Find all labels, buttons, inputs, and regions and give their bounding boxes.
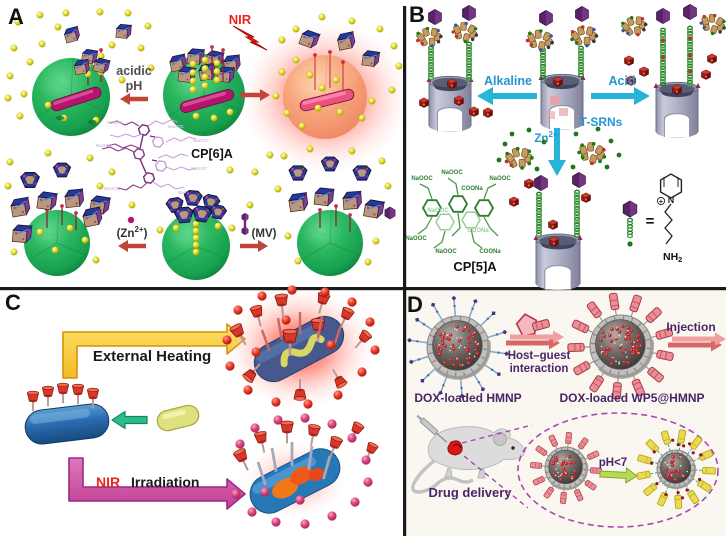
svg-text:External Heating: External Heating [93, 348, 211, 365]
svg-text:Acid: Acid [608, 74, 635, 88]
svg-text:Irradiation: Irradiation [131, 474, 199, 490]
svg-text:(Zn2+): (Zn2+) [117, 225, 148, 240]
svg-text:DOX-loaded HMNP: DOX-loaded HMNP [414, 391, 521, 405]
svg-text:C: C [5, 290, 21, 315]
svg-text:=: = [646, 213, 655, 230]
svg-text:pH<7: pH<7 [599, 457, 627, 469]
svg-text:Injection: Injection [666, 320, 715, 334]
svg-text:NIR: NIR [96, 474, 120, 490]
svg-text:CP[6]A: CP[6]A [191, 147, 233, 161]
svg-text:NaOOC: NaOOC [441, 170, 463, 176]
svg-text:NaOOC: NaOOC [191, 166, 208, 171]
svg-text:+: + [659, 197, 664, 206]
svg-text:NIR: NIR [229, 12, 252, 27]
svg-text:CP[5]A: CP[5]A [453, 259, 497, 274]
svg-text:Alkaline: Alkaline [484, 74, 532, 88]
svg-text:Host–guest: Host–guest [508, 350, 571, 362]
svg-text:COONa: COONa [467, 228, 489, 234]
svg-text:NaOOC: NaOOC [104, 186, 121, 191]
svg-text:NaOOC: NaOOC [168, 124, 185, 129]
svg-text:NaOOC: NaOOC [435, 249, 457, 255]
svg-text:D: D [407, 292, 423, 317]
svg-text:interaction: interaction [510, 363, 569, 375]
svg-text:NaOOC: NaOOC [193, 138, 210, 143]
svg-text:NaOOC: NaOOC [96, 143, 113, 148]
svg-text:DOX-loaded WP5@HMNP: DOX-loaded WP5@HMNP [559, 391, 704, 405]
svg-text:Drug delivery: Drug delivery [428, 485, 512, 500]
svg-text:pH: pH [126, 79, 143, 93]
svg-text:NaOOC: NaOOC [405, 236, 427, 242]
svg-text:B: B [409, 2, 425, 27]
svg-text:COONa: COONa [479, 249, 501, 255]
svg-text:acidic: acidic [116, 64, 151, 78]
svg-text:T-SRNs: T-SRNs [580, 115, 623, 129]
svg-text:A: A [8, 4, 24, 29]
svg-text:NaOOC: NaOOC [107, 120, 124, 125]
svg-text:NaOOC: NaOOC [489, 176, 511, 182]
svg-text:N: N [668, 195, 675, 205]
svg-text:COONa: COONa [461, 186, 483, 192]
svg-text:(MV): (MV) [252, 228, 277, 240]
svg-text:NaOOC: NaOOC [411, 176, 433, 182]
svg-text:NaOOC: NaOOC [427, 208, 449, 214]
